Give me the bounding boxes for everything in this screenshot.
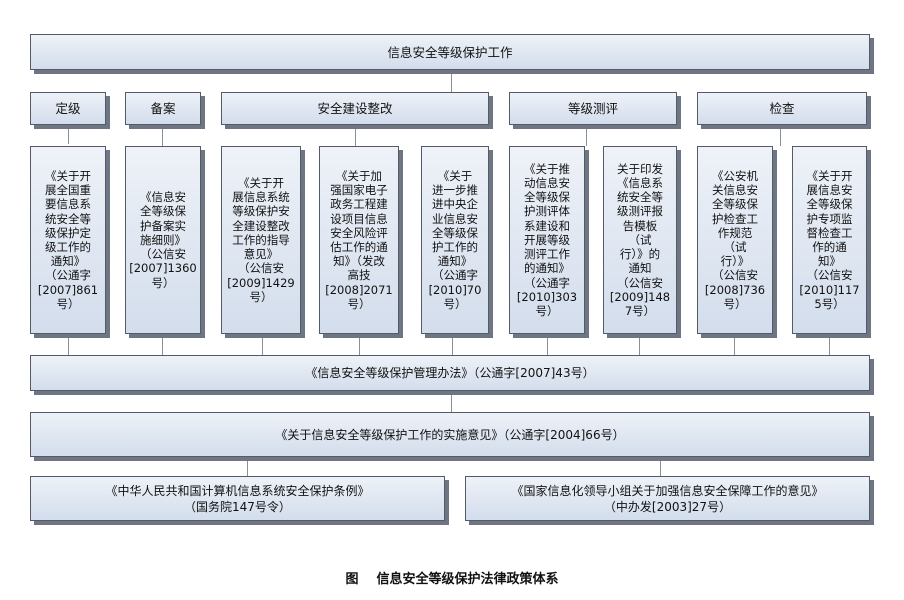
connector-line (660, 458, 661, 476)
category-box-beian: 备案 (125, 92, 201, 125)
document-text: 《关于开 展信息系统 等级保护安 全建设整改 工作的指导 意见》 （公信安 [2… (227, 176, 295, 304)
basis-right-box: 《国家信息化领导小组关于加强信息安全保障工作的意见》 （中办发[2003]27号… (465, 476, 870, 521)
document-text: 《关于开 展信息安 全等级保 护专项监 督检查工 作的通 知》 （公信安 [20… (799, 168, 860, 311)
document-text: 《关于开 展全国重 要信息系 统安全等 级保护定 级工作的 通知》 （公通字 [… (37, 168, 99, 311)
connector-line (452, 335, 453, 355)
category-box-jianshe: 安全建设整改 (221, 92, 489, 125)
title-box: 信息安全等级保护工作 (30, 34, 870, 70)
document-text: 关于印发 《信息系 统安全等 级测评报 告模板 （试 行）》的 通知 （公信安 … (609, 161, 671, 318)
connector-line (780, 126, 781, 146)
category-label: 备案 (150, 101, 176, 116)
connector-line (547, 335, 548, 355)
document-box: 《关于推 动信息安 全等级保 护测评体 系建设和 开展等级 测评工作 的通知》 … (509, 146, 585, 334)
category-label: 安全建设整改 (317, 101, 393, 116)
category-box-jiancha: 检查 (697, 92, 867, 125)
connector-line (586, 126, 587, 146)
document-box: 《关于开 展全国重 要信息系 统安全等 级保护定 级工作的 通知》 （公通字 [… (30, 146, 106, 334)
figure-caption: 图 信息安全等级保护法律政策体系 (345, 572, 559, 587)
document-text: 《公安机 关信息安 全等级保 护检查工 作规范 （试 行）》 （公信安 [200… (704, 168, 766, 311)
document-text: 《关于加 强国家电子 政务工程建 设项目信息 安全风险评 估工作的通 知》（发改… (325, 168, 393, 311)
basis-left-box: 《中华人民共和国计算机信息系统安全保护条例》 （国务院147号令） (30, 476, 445, 521)
category-label: 定级 (55, 101, 81, 116)
document-text: 《关于推 动信息安 全等级保 护测评体 系建设和 开展等级 测评工作 的通知》 … (516, 161, 578, 318)
category-box-ceping: 等级测评 (509, 92, 677, 125)
regulation-text: 《信息安全等级保护管理办法》（公通字[2007]43号） (305, 366, 595, 380)
basis-left-text: 《中华人民共和国计算机信息系统安全保护条例》 （国务院147号令） (105, 483, 370, 514)
document-box: 《关于 进一步推 进中央企 业信息安 全等级保 护工作的 通知》 （公通字 [2… (421, 146, 489, 334)
document-box: 《关于开 展信息安 全等级保 护专项监 督检查工 作的通 知》 （公信安 [20… (792, 146, 867, 334)
connector-line (451, 392, 452, 412)
connector-line (262, 335, 263, 355)
connector-line (247, 458, 248, 476)
opinion-text: 《关于信息安全等级保护工作的实施意见》（公通字[2004]66号） (275, 427, 625, 442)
category-label: 检查 (769, 101, 795, 116)
connector-line (162, 126, 163, 146)
document-box: 《关于开 展信息系统 等级保护安 全建设整改 工作的指导 意见》 （公信安 [2… (221, 146, 301, 334)
connector-line (359, 335, 360, 355)
document-box: 关于印发 《信息系 统安全等 级测评报 告模板 （试 行）》的 通知 （公信安 … (603, 146, 677, 334)
title-text: 信息安全等级保护工作 (387, 44, 513, 60)
document-box: 《公安机 关信息安 全等级保 护检查工 作规范 （试 行）》 （公信安 [200… (697, 146, 773, 334)
document-text: 《信息安 全等级保 护备案实 施细则》 （公信安 [2007]1360 号） (129, 190, 197, 290)
document-text: 《关于 进一步推 进中央企 业信息安 全等级保 护工作的 通知》 （公通字 [2… (428, 168, 482, 311)
document-box: 《关于加 强国家电子 政务工程建 设项目信息 安全风险评 估工作的通 知》（发改… (319, 146, 399, 334)
connector-line (68, 335, 69, 355)
connector-line (68, 126, 69, 144)
category-label: 等级测评 (567, 101, 618, 116)
connector-line (829, 335, 830, 355)
connector-line (734, 335, 735, 355)
category-box-dingji: 定级 (30, 92, 106, 125)
basis-right-text: 《国家信息化领导小组关于加强信息安全保障工作的意见》 （中办发[2003]27号… (511, 483, 824, 514)
document-box: 《信息安 全等级保 护备案实 施细则》 （公信安 [2007]1360 号） (125, 146, 201, 334)
connector-line (639, 335, 640, 355)
connector-line (162, 335, 163, 355)
connector-line (355, 126, 356, 146)
opinion-box: 《关于信息安全等级保护工作的实施意见》（公通字[2004]66号） (30, 412, 870, 457)
connector-line (451, 72, 452, 92)
regulation-box: 《信息安全等级保护管理办法》（公通字[2007]43号） (30, 355, 870, 391)
